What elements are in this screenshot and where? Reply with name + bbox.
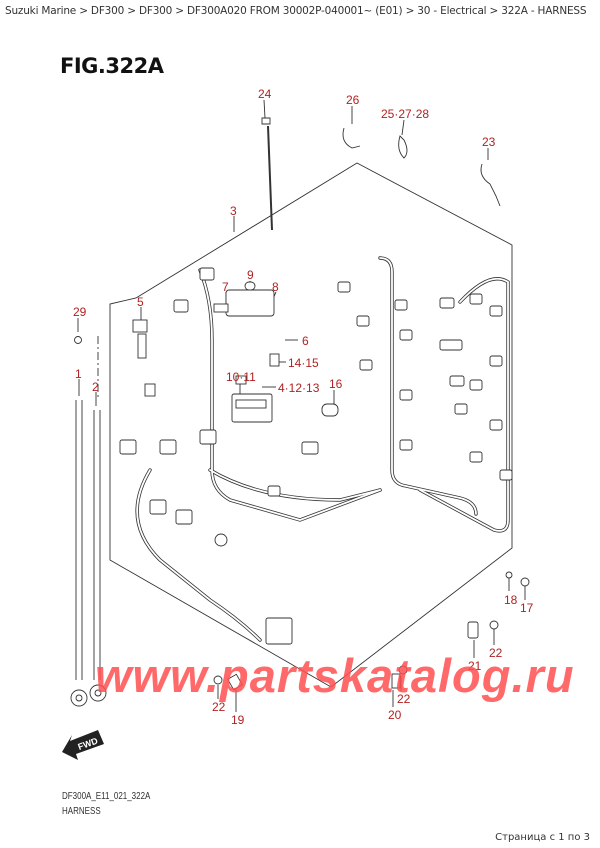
callout-24: 24 [258, 87, 272, 101]
breadcrumb: Suzuki Marine > DF300 > DF300 > DF300A02… [5, 5, 587, 17]
callout-14-15: 14·15 [288, 356, 319, 370]
callout-5: 5 [137, 295, 144, 309]
callout-9: 9 [247, 268, 254, 282]
figure-name: HARNESS [62, 806, 101, 817]
figure-code: DF300A_E11_021_322A [62, 791, 151, 802]
callout-25-27-28: 25·27·28 [381, 107, 430, 121]
callout-1: 1 [75, 367, 82, 381]
callout-8: 8 [272, 280, 279, 294]
callout-23: 23 [482, 135, 496, 149]
callout-17: 17 [520, 601, 534, 615]
callout-22-left: 22 [212, 700, 226, 714]
watermark: www.partskatalog.ru [95, 649, 575, 702]
callout-10-11: 10·11 [226, 370, 256, 384]
callout-3: 3 [230, 204, 237, 218]
callout-16: 16 [329, 377, 343, 391]
callout-4-12-13: 4·12·13 [278, 381, 320, 395]
pagination: Страница с 1 по 3 [495, 832, 590, 843]
figure-title: FIG.322A [60, 54, 164, 78]
callout-18: 18 [504, 593, 518, 607]
callout-29: 29 [73, 305, 87, 319]
fwd-arrow-icon [62, 730, 104, 760]
callout-6: 6 [302, 334, 309, 348]
callout-2: 2 [92, 380, 99, 394]
callout-19: 19 [231, 713, 245, 727]
callout-7: 7 [222, 280, 229, 294]
callout-21: 21 [468, 659, 482, 673]
frame-outline [109, 162, 513, 688]
callout-22-right: 22 [489, 646, 503, 660]
callout-26: 26 [346, 93, 360, 107]
callout-20: 20 [388, 708, 402, 722]
callout-22-middle: 22 [397, 692, 411, 706]
